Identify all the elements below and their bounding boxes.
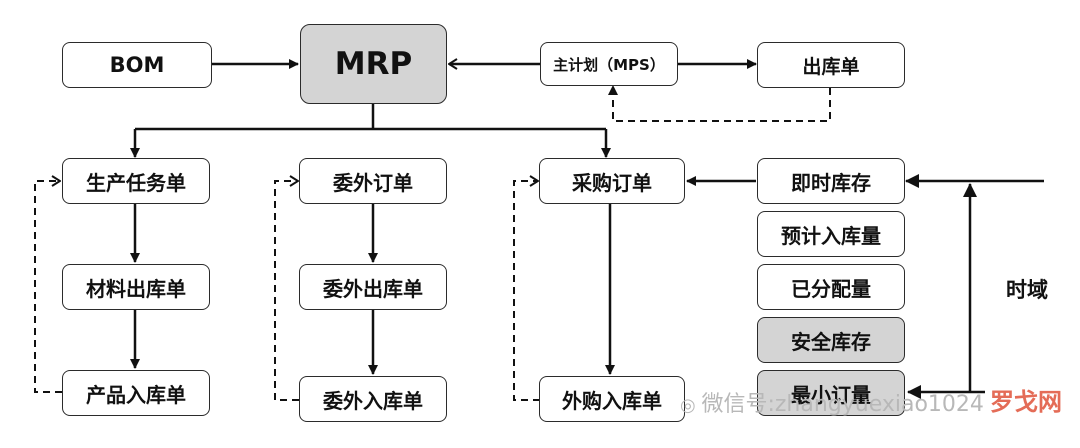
- material-issue-node: 材料出库单: [62, 264, 210, 310]
- purchase-receipt-node: 外购入库单: [539, 376, 685, 422]
- purchase-order-node: 采购订单: [539, 158, 685, 204]
- site-watermark: 罗戈网: [990, 388, 1062, 416]
- product-receipt-node: 产品入库单: [62, 370, 210, 416]
- mrp-node: MRP: [300, 24, 447, 104]
- current-stock-node: 即时库存: [757, 158, 905, 204]
- min-order-node: 最小订量: [757, 370, 905, 416]
- wechat-watermark: ◎ 微信号:zhangyuexiao1024: [680, 392, 984, 417]
- outbound-feedback-line: [608, 85, 831, 122]
- outbound-node: 出库单: [757, 42, 905, 88]
- production-feedback-line: [34, 181, 62, 393]
- production-order-node: 生产任务单: [62, 158, 210, 204]
- safety-stock-node: 安全库存: [757, 317, 905, 363]
- expected-receipt-node: 预计入库量: [757, 211, 905, 257]
- wechat-icon: ◎: [680, 395, 702, 416]
- outsource-feedback-line: [274, 181, 299, 401]
- allocated-node: 已分配量: [757, 264, 905, 310]
- outsource-receipt-node: 委外入库单: [299, 376, 447, 422]
- mps-node: 主计划（MPS）: [540, 42, 678, 86]
- time-domain-label: 时域: [1006, 278, 1048, 302]
- bom-node: BOM: [62, 42, 212, 88]
- outsource-order-node: 委外订单: [299, 158, 447, 204]
- purchase-feedback-line: [513, 181, 540, 401]
- outsource-issue-node: 委外出库单: [299, 264, 447, 310]
